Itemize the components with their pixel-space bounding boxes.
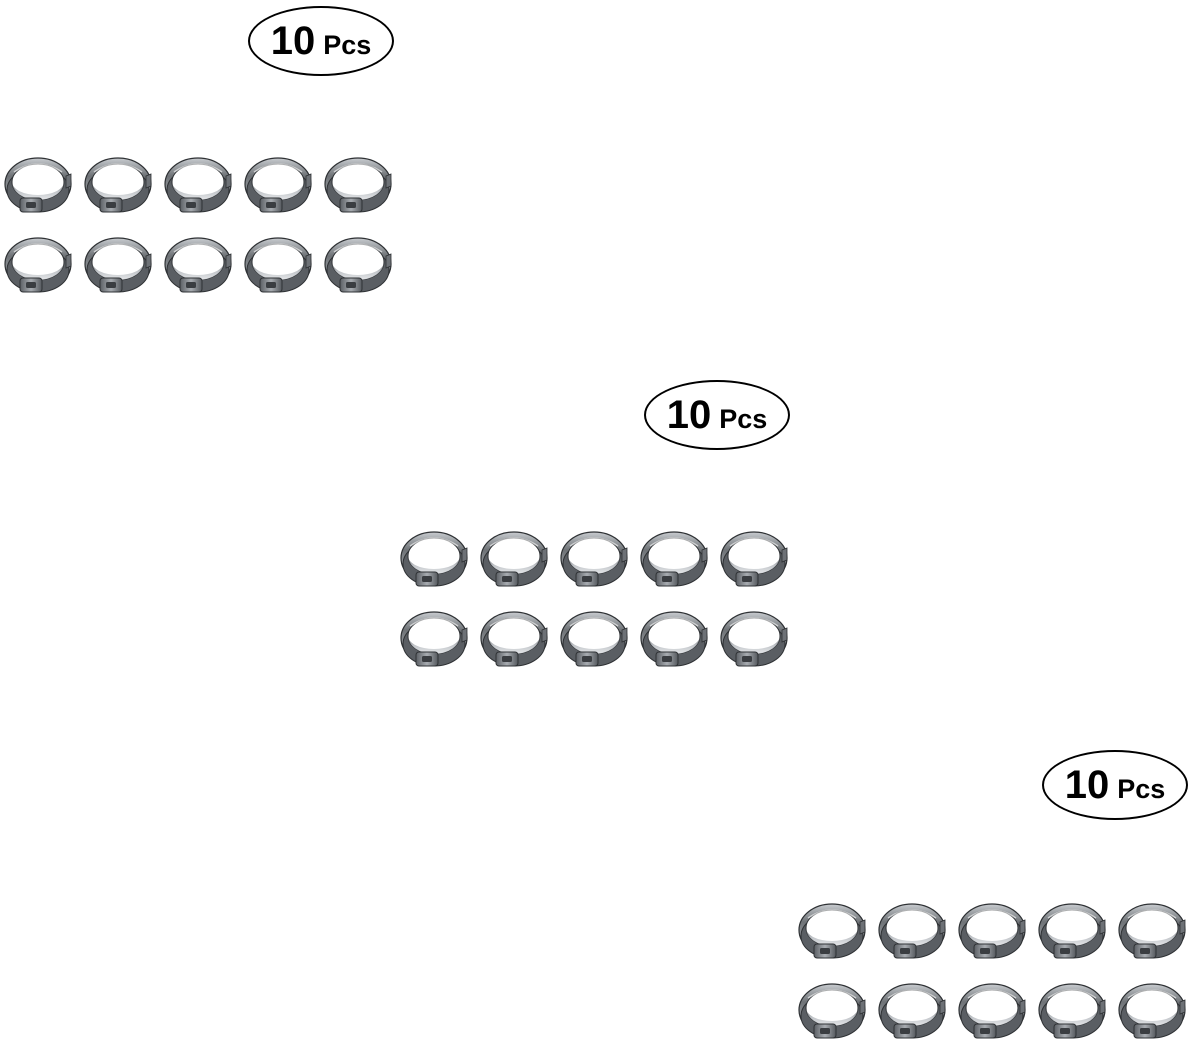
ear-hose-clamp-icon bbox=[558, 526, 630, 598]
ear-hose-clamp-icon bbox=[478, 526, 550, 598]
quantity-badge-3: 10 Pcs bbox=[1042, 750, 1188, 820]
ear-hose-clamp-icon bbox=[638, 606, 710, 678]
ear-hose-clamp-icon bbox=[956, 978, 1028, 1050]
ear-hose-clamp-icon bbox=[876, 978, 948, 1050]
ear-hose-clamp-icon bbox=[1036, 978, 1108, 1050]
ear-hose-clamp-icon bbox=[162, 232, 234, 304]
ear-hose-clamp-icon bbox=[876, 898, 948, 970]
quantity-count: 10 bbox=[270, 19, 316, 63]
ear-hose-clamp-icon bbox=[956, 898, 1028, 970]
ear-hose-clamp-icon bbox=[558, 606, 630, 678]
ear-hose-clamp-icon bbox=[398, 526, 470, 598]
ear-hose-clamp-icon bbox=[1116, 898, 1188, 970]
ear-hose-clamp-icon bbox=[478, 606, 550, 678]
ear-hose-clamp-icon bbox=[638, 526, 710, 598]
clamp-group-1: 10 Pcs bbox=[2, 2, 402, 302]
ear-hose-clamp-icon bbox=[322, 152, 394, 224]
quantity-unit: Pcs bbox=[1117, 773, 1166, 804]
quantity-badge-2: 10 Pcs bbox=[644, 380, 790, 450]
ear-hose-clamp-icon bbox=[242, 232, 314, 304]
ear-hose-clamp-icon bbox=[398, 606, 470, 678]
quantity-count: 10 bbox=[1064, 763, 1110, 807]
quantity-unit: Pcs bbox=[719, 403, 768, 434]
ear-hose-clamp-icon bbox=[1116, 978, 1188, 1050]
quantity-unit: Pcs bbox=[323, 29, 372, 60]
clamp-grid-2 bbox=[398, 526, 798, 686]
quantity-count: 10 bbox=[666, 393, 712, 437]
ear-hose-clamp-icon bbox=[242, 152, 314, 224]
quantity-badge-1: 10 Pcs bbox=[248, 6, 394, 76]
clamp-group-2: 10 Pcs bbox=[398, 376, 798, 676]
ear-hose-clamp-icon bbox=[162, 152, 234, 224]
clamp-grid-3 bbox=[796, 898, 1194, 1058]
ear-hose-clamp-icon bbox=[718, 606, 790, 678]
clamp-grid-1 bbox=[2, 152, 402, 312]
clamp-group-3: 10 Pcs bbox=[796, 748, 1194, 1048]
ear-hose-clamp-icon bbox=[2, 152, 74, 224]
ear-hose-clamp-icon bbox=[82, 152, 154, 224]
ear-hose-clamp-icon bbox=[1036, 898, 1108, 970]
ear-hose-clamp-icon bbox=[718, 526, 790, 598]
ear-hose-clamp-icon bbox=[796, 898, 868, 970]
ear-hose-clamp-icon bbox=[796, 978, 868, 1050]
ear-hose-clamp-icon bbox=[2, 232, 74, 304]
ear-hose-clamp-icon bbox=[322, 232, 394, 304]
ear-hose-clamp-icon bbox=[82, 232, 154, 304]
